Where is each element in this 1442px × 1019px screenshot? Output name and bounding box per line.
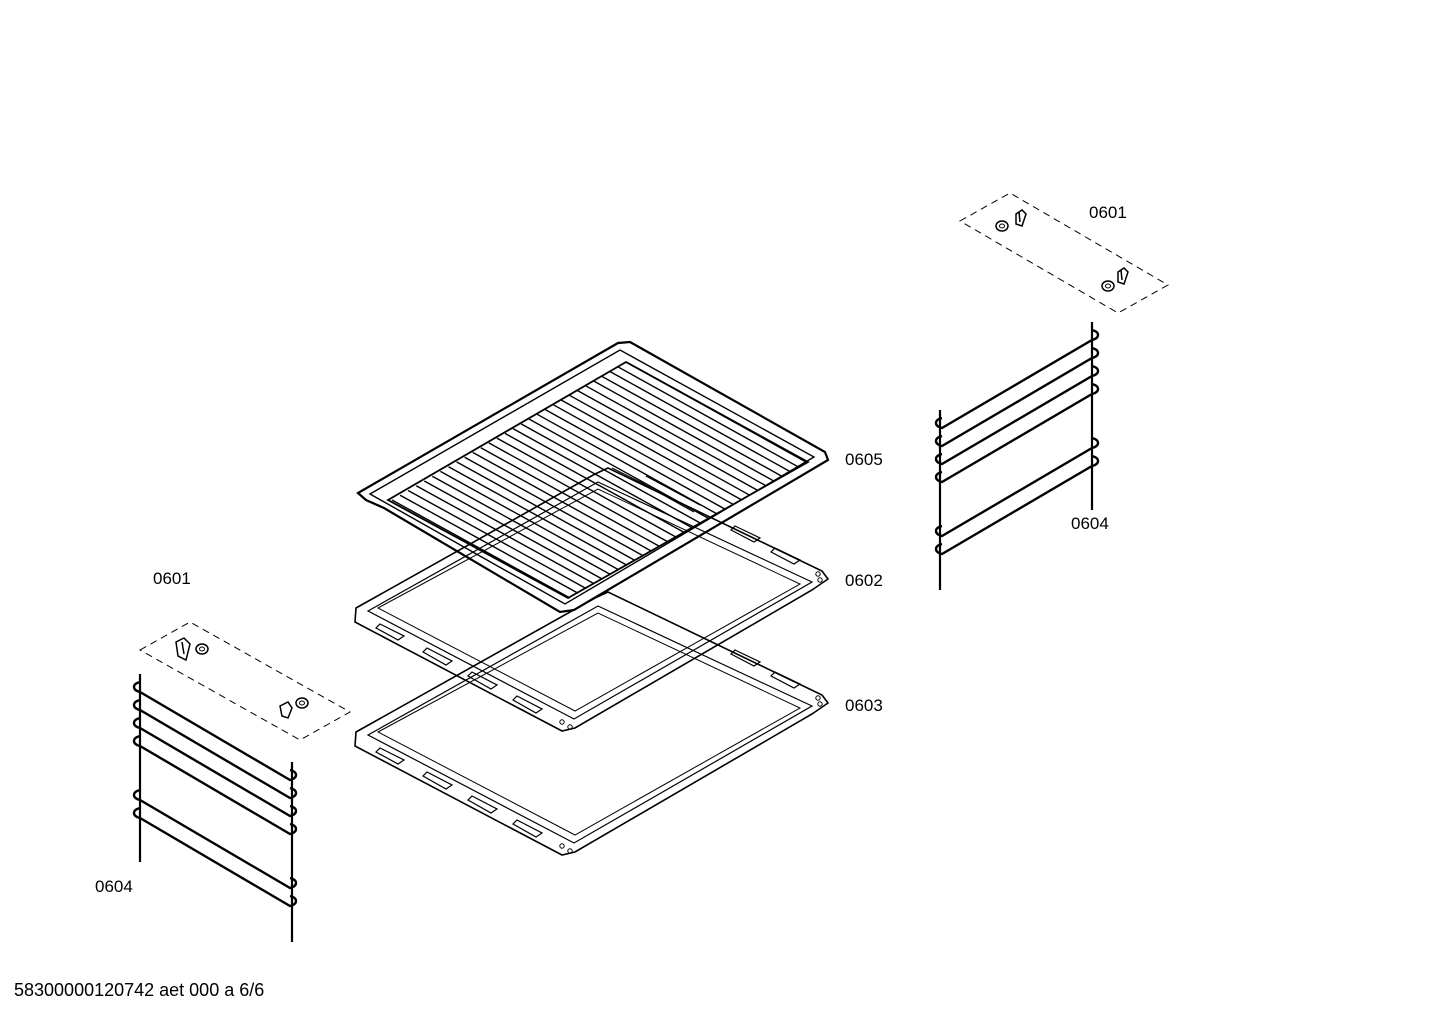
grid-shelf-bar xyxy=(553,404,734,505)
grid-shelf-bar xyxy=(480,447,660,548)
grid-shelf-bar xyxy=(625,361,807,463)
grid-shelf-bar xyxy=(593,380,774,482)
grid-shelf-bar xyxy=(536,413,717,515)
grid-shelf-bar xyxy=(423,480,603,580)
grid-shelf-bar xyxy=(544,408,725,510)
rail-runner xyxy=(934,382,1100,484)
callout-clips-right: 0601 xyxy=(1089,203,1127,222)
grid-shelf-part xyxy=(356,340,830,614)
rail-right-part xyxy=(934,322,1100,590)
clip-bracket-icon xyxy=(1117,267,1129,285)
grid-shelf-bar xyxy=(617,366,799,468)
deep-tray-part xyxy=(354,591,830,856)
rail-runner xyxy=(934,328,1100,430)
rail-runner xyxy=(934,364,1100,466)
rail-runner xyxy=(132,698,298,800)
grid-shelf-bar xyxy=(569,394,750,496)
callout-deep-tray: 0603 xyxy=(845,696,883,715)
grid-shelf-bar xyxy=(407,489,587,590)
clip-screw-icon xyxy=(295,697,309,709)
grid-shelf-bar xyxy=(504,432,685,533)
grid-shelf-bar xyxy=(488,442,669,543)
rail-runner xyxy=(132,788,298,890)
grid-shelf-bar xyxy=(456,461,636,562)
grid-shelf-bar xyxy=(577,389,758,491)
grid-shelf-bar xyxy=(415,485,595,585)
clip-bracket-icon xyxy=(279,701,293,719)
callout-grid-shelf: 0605 xyxy=(845,450,883,469)
rail-runner xyxy=(934,346,1100,448)
baking-tray-slots xyxy=(375,525,802,714)
deep-tray-slots xyxy=(375,649,802,838)
clip-bracket-icon xyxy=(175,637,191,662)
rail-runner xyxy=(934,436,1100,538)
grid-shelf-bar xyxy=(391,499,571,599)
grid-shelf-bar xyxy=(472,451,652,552)
clip-bracket-icon xyxy=(1015,209,1027,227)
grid-shelf-bar xyxy=(496,437,677,538)
rail-runner xyxy=(934,454,1100,556)
callout-baking-tray: 0602 xyxy=(845,571,883,590)
grid-shelf-bar xyxy=(601,375,782,477)
grid-shelf-bar xyxy=(520,423,701,524)
grid-shelf-bar xyxy=(512,427,693,529)
clip-screw-icon xyxy=(995,220,1009,232)
grid-shelf-bar xyxy=(440,470,620,571)
clips-left-part xyxy=(138,621,352,741)
callout-clips-left: 0601 xyxy=(153,569,191,588)
rail-runner xyxy=(132,716,298,818)
grid-shelf-bar xyxy=(609,370,791,473)
grid-shelf-bar xyxy=(528,418,709,519)
grid-shelf-bar xyxy=(561,399,742,501)
rail-runner xyxy=(132,680,298,782)
clip-screw-icon xyxy=(1101,280,1115,292)
rail-runner xyxy=(132,806,298,908)
rail-left-part xyxy=(132,674,298,942)
grid-shelf-bar xyxy=(431,475,612,576)
rail-runner xyxy=(132,734,298,836)
clip-screw-icon xyxy=(195,643,209,655)
grid-shelf-bar xyxy=(464,456,644,557)
clips-right-part xyxy=(958,192,1170,314)
grid-shelf-bar xyxy=(399,494,579,594)
grid-shelf-bar xyxy=(585,385,766,487)
drawing-footer-id: 58300000120742 aet 000 a 6/6 xyxy=(14,980,265,1000)
callout-rail-left: 0604 xyxy=(95,877,133,896)
callout-rail-right: 0604 xyxy=(1071,514,1109,533)
grid-shelf-bars xyxy=(391,361,807,599)
grid-shelf-bar xyxy=(448,466,628,566)
